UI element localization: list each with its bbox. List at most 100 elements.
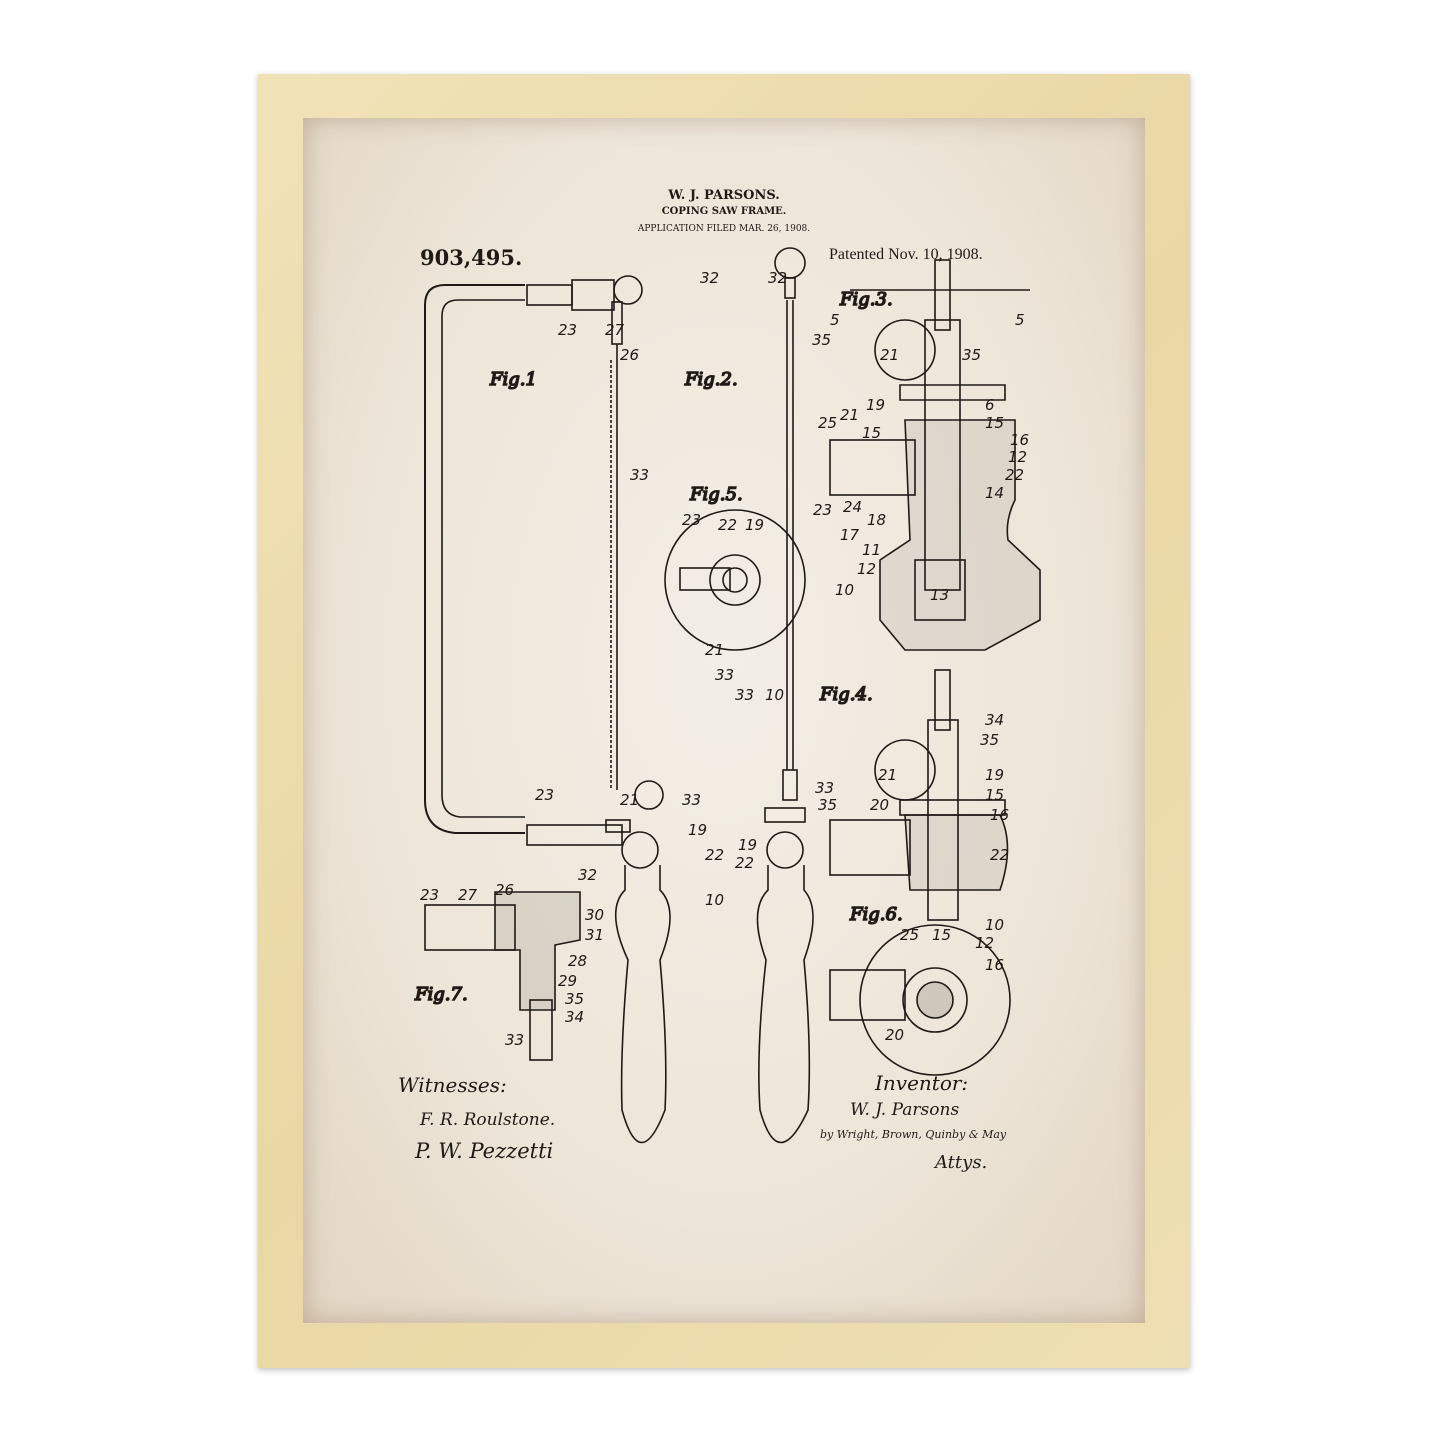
patent-number: 903,495. bbox=[420, 245, 523, 270]
part-number: 35 bbox=[980, 731, 999, 749]
part-number: 25 bbox=[900, 926, 919, 944]
part-number: 14 bbox=[985, 484, 1004, 502]
part-number: 15 bbox=[985, 414, 1004, 432]
part-number: 35 bbox=[818, 796, 837, 814]
part-number: 35 bbox=[565, 990, 584, 1008]
part-number: 10 bbox=[835, 581, 854, 599]
witnesses-label: Witnesses: bbox=[398, 1073, 507, 1097]
part-number: 23 bbox=[558, 321, 577, 339]
fig7-section bbox=[424, 891, 581, 1061]
part-number: 21 bbox=[840, 406, 859, 424]
part-number: 27 bbox=[458, 886, 478, 904]
part-number: 31 bbox=[585, 926, 604, 944]
part-number: 33 bbox=[682, 791, 701, 809]
patent-date: Patented Nov. 10, 1908. bbox=[829, 246, 983, 263]
part-number: 23 bbox=[420, 886, 439, 904]
part-number: 15 bbox=[985, 786, 1004, 804]
part-number: 6 bbox=[985, 396, 995, 414]
patent-title: COPING SAW FRAME. bbox=[661, 206, 787, 217]
part-number: 19 bbox=[985, 766, 1004, 784]
part-number: 10 bbox=[985, 916, 1004, 934]
part-number: 21 bbox=[878, 766, 897, 784]
part-number: 5 bbox=[1015, 311, 1025, 329]
part-number: 22 bbox=[718, 516, 737, 534]
inventor-heading: W. J. PARSONS. bbox=[668, 188, 780, 203]
part-number: 33 bbox=[715, 666, 734, 684]
witness-signature: P. W. Pezzetti bbox=[414, 1139, 553, 1163]
part-number: 22 bbox=[735, 854, 754, 872]
signature-block: Witnesses: F. R. Roulstone. P. W. Pezzet… bbox=[398, 1071, 1007, 1173]
part-number: 19 bbox=[866, 396, 885, 414]
part-number: 19 bbox=[738, 836, 757, 854]
part-number: 12 bbox=[857, 560, 876, 578]
witness-signature: F. R. Roulstone. bbox=[419, 1110, 555, 1130]
part-number: 26 bbox=[495, 881, 514, 899]
part-number: 23 bbox=[682, 511, 701, 529]
part-number: 32 bbox=[768, 269, 787, 287]
part-number: 15 bbox=[932, 926, 951, 944]
attys-label: Attys. bbox=[933, 1152, 987, 1173]
application-date: APPLICATION FILED MAR. 26, 1908. bbox=[637, 224, 811, 234]
fig3-section bbox=[829, 259, 1041, 651]
fig-label: Fig.2. bbox=[684, 369, 738, 390]
attorneys-signature: by Wright, Brown, Quinby & May bbox=[820, 1128, 1007, 1141]
part-number: 33 bbox=[815, 779, 834, 797]
part-number: 32 bbox=[700, 269, 719, 287]
part-number: 35 bbox=[962, 346, 981, 364]
part-number: 12 bbox=[1008, 448, 1027, 466]
inventor-signature: W. J. Parsons bbox=[850, 1100, 959, 1120]
part-number: 33 bbox=[630, 466, 649, 484]
part-number: 20 bbox=[885, 1026, 904, 1044]
part-number: 27 bbox=[605, 321, 625, 339]
part-number: 29 bbox=[558, 972, 577, 990]
fig1-saw-frame bbox=[424, 275, 671, 1144]
part-number: 23 bbox=[535, 786, 554, 804]
part-number: 30 bbox=[585, 906, 604, 924]
part-number: 19 bbox=[688, 821, 707, 839]
part-number: 5 bbox=[830, 311, 840, 329]
part-number: 34 bbox=[565, 1008, 584, 1026]
patent-print: W. J. PARSONS. COPING SAW FRAME. APPLICA… bbox=[303, 118, 1145, 1323]
fig-label: Fig.1 bbox=[489, 369, 537, 390]
part-number: 33 bbox=[735, 686, 754, 704]
fig-label: Fig.6. bbox=[849, 904, 903, 925]
inventor-label: Inventor: bbox=[874, 1071, 968, 1095]
fig-label: Fig.7. bbox=[414, 984, 468, 1005]
part-number: 23 bbox=[813, 501, 832, 519]
part-number: 22 bbox=[990, 846, 1009, 864]
fig2-saw-side bbox=[756, 247, 814, 1144]
part-number: 17 bbox=[840, 526, 860, 544]
part-number: 10 bbox=[765, 686, 784, 704]
part-number: 32 bbox=[578, 866, 597, 884]
part-number: 12 bbox=[975, 934, 994, 952]
part-number-labels: 32 32 23 27 26 35 33 33 21 33 23 19 22 1… bbox=[420, 269, 1029, 1049]
fig-label: Fig.5. bbox=[689, 484, 743, 505]
part-number: 10 bbox=[705, 891, 724, 909]
part-number: 35 bbox=[812, 331, 831, 349]
fig5-section bbox=[664, 509, 806, 651]
part-number: 11 bbox=[862, 541, 881, 559]
part-number: 26 bbox=[620, 346, 639, 364]
part-number: 21 bbox=[620, 791, 639, 809]
part-number: 15 bbox=[862, 424, 881, 442]
part-number: 21 bbox=[705, 641, 724, 659]
part-number: 34 bbox=[985, 711, 1004, 729]
fig-label: Fig.3. bbox=[839, 289, 893, 310]
fig4-section bbox=[829, 669, 1009, 921]
part-number: 13 bbox=[930, 586, 949, 604]
part-number: 33 bbox=[505, 1031, 524, 1049]
part-number: 22 bbox=[1005, 466, 1024, 484]
part-number: 19 bbox=[745, 516, 764, 534]
part-number: 24 bbox=[843, 498, 862, 516]
part-number: 20 bbox=[870, 796, 889, 814]
part-number: 21 bbox=[880, 346, 899, 364]
part-number: 22 bbox=[705, 846, 724, 864]
part-number: 25 bbox=[818, 414, 837, 432]
part-number: 16 bbox=[1010, 431, 1029, 449]
part-number: 28 bbox=[568, 952, 587, 970]
part-number: 16 bbox=[990, 806, 1009, 824]
part-number: 16 bbox=[985, 956, 1004, 974]
fig-label: Fig.4. bbox=[819, 684, 873, 705]
fig6-section bbox=[829, 924, 1011, 1076]
